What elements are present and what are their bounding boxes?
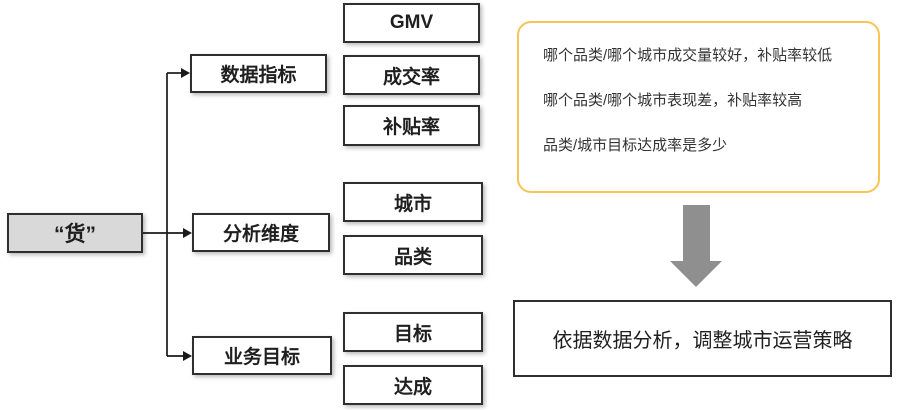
node-subsidy-rate: 补贴率 xyxy=(343,105,480,146)
node-category-label: 品类 xyxy=(393,246,432,268)
node-city: 城市 xyxy=(343,182,483,222)
arrowhead-icon xyxy=(183,228,192,238)
arrowhead-icon xyxy=(183,351,192,361)
node-target-label: 目标 xyxy=(393,323,432,345)
question-line: 品类/城市目标达成率是多少 xyxy=(543,137,728,154)
node-conversion-rate-label: 成交率 xyxy=(382,66,440,88)
node-business-goals: 业务目标 xyxy=(192,336,332,375)
node-goods: “货” xyxy=(7,213,143,253)
node-city-label: 城市 xyxy=(393,193,432,215)
node-data-metrics-label: 数据指标 xyxy=(220,65,297,86)
node-gmv-label: GMV xyxy=(389,12,434,33)
node-business-goals-label: 业务目标 xyxy=(223,347,300,368)
question-line: 哪个品类/哪个城市成交量较好，补贴率较低 xyxy=(543,47,833,64)
node-achievement: 达成 xyxy=(343,365,483,405)
node-analysis-dimensions-label: 分析维度 xyxy=(222,224,299,245)
node-achievement-label: 达成 xyxy=(393,376,432,398)
node-analysis-dimensions: 分析维度 xyxy=(192,213,330,252)
node-gmv: GMV xyxy=(343,3,480,43)
node-conversion-rate: 成交率 xyxy=(343,55,480,95)
node-target: 目标 xyxy=(343,312,483,352)
conclusion-box: 依据数据分析，调整城市运营策略 xyxy=(513,300,892,377)
question-line: 哪个品类/哪个城市表现差，补贴率较高 xyxy=(543,92,803,109)
down-arrow-icon xyxy=(670,205,722,287)
arrowhead-icon xyxy=(181,68,190,78)
questions-panel: 哪个品类/哪个城市成交量较好，补贴率较低 哪个品类/哪个城市表现差，补贴率较高 … xyxy=(517,21,880,193)
conclusion-label: 依据数据分析，调整城市运营策略 xyxy=(552,330,853,352)
node-data-metrics: 数据指标 xyxy=(190,54,327,93)
node-subsidy-rate-label: 补贴率 xyxy=(382,117,440,138)
node-goods-label: “货” xyxy=(54,223,96,246)
node-category: 品类 xyxy=(343,235,483,275)
